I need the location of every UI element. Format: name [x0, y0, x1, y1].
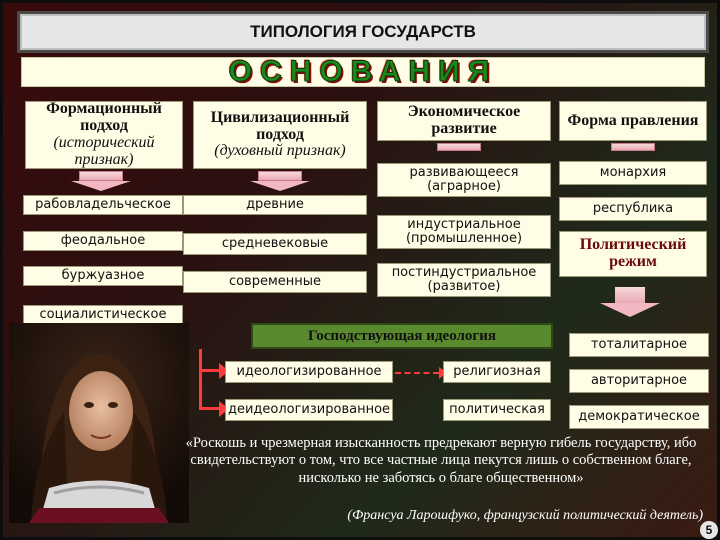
arrow-right-icon — [219, 363, 229, 379]
ideology-item: идеологизированное — [225, 361, 393, 383]
formation-item: феодальное — [23, 231, 183, 251]
arrow-down-icon — [250, 181, 310, 191]
civilization-header-box: Цивилизационный подход (духовный признак… — [193, 101, 367, 169]
economic-item: развивающееся (аграрное) — [377, 163, 551, 197]
connector-line — [199, 349, 202, 409]
regime-header: Политический режим — [559, 231, 707, 277]
formation-item: буржуазное — [23, 266, 183, 286]
civilization-item: современные — [183, 271, 367, 293]
civilization-tab — [258, 171, 302, 181]
ideology-item: деидеологизированное — [225, 399, 393, 421]
connector-line — [199, 407, 223, 410]
connector-line — [395, 372, 439, 374]
arrow-down-icon — [71, 181, 131, 191]
arrow-down-icon — [600, 303, 660, 317]
page-number: 5 — [700, 521, 718, 539]
civilization-header: Цивилизационный подход — [210, 108, 350, 143]
connector-line — [199, 369, 223, 372]
page-title: ТИПОЛОГИЯ ГОСУДАРСТВ — [17, 11, 709, 53]
arrow-right-icon — [219, 401, 229, 417]
quote-author: (Франсуа Ларошфуко, французский политиче… — [347, 508, 703, 523]
government-item: республика — [559, 197, 707, 221]
portrait-image — [9, 323, 189, 523]
government-header: Форма правления — [559, 101, 707, 141]
economic-header: Экономическое развитие — [377, 101, 551, 141]
banner: ОСНОВАНИЯ — [21, 55, 705, 88]
formation-sub: (исторический признак) — [53, 134, 155, 168]
banner-text: ОСНОВАНИЯ — [228, 55, 498, 88]
formation-header: Формационный подход — [46, 100, 162, 135]
regime-item: тоталитарное — [569, 333, 709, 357]
government-item: монархия — [559, 161, 707, 185]
quote-text: «Роскошь и чрезмерная изысканность предр… — [185, 435, 697, 486]
economic-tab — [437, 143, 481, 151]
regime-item: демократическое — [569, 405, 709, 429]
formation-tab — [79, 171, 123, 181]
formation-item: социалистическое — [23, 305, 183, 325]
ideology-header: Господствующая идеология — [251, 323, 553, 349]
formation-header-box: Формационный подход (исторический призна… — [25, 101, 183, 169]
civilization-sub: (духовный признак) — [214, 142, 346, 160]
ideology-item: религиозная — [443, 361, 551, 383]
economic-item: индустриальное (промышленное) — [377, 215, 551, 249]
regime-item: авторитарное — [569, 369, 709, 393]
formation-item: рабовладельческое — [23, 195, 183, 215]
civilization-item: средневековые — [183, 233, 367, 255]
government-tab — [611, 143, 655, 151]
economic-item: постиндустриальное (развитое) — [377, 263, 551, 297]
civilization-item: древние — [183, 195, 367, 215]
regime-tab — [615, 287, 645, 303]
ideology-item: политическая — [443, 399, 551, 421]
